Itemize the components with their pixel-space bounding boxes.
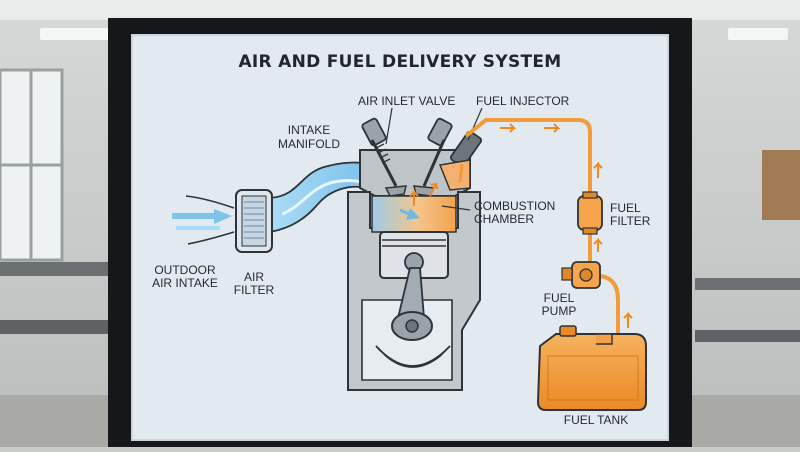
label-air-filter-line1: AIR <box>243 270 264 284</box>
fuel-filter <box>577 191 603 235</box>
ceiling-light-left <box>40 28 110 40</box>
ceiling <box>0 0 800 20</box>
intake-airflow-arrowhead <box>214 209 232 224</box>
desk-left-top-2 <box>0 320 108 334</box>
air-inlet-valve <box>361 117 407 197</box>
label-fuel-injector: FUEL INJECTOR <box>476 94 570 108</box>
label-combustion-chamber-line1: COMBUSTION <box>474 199 556 213</box>
fuel-pump <box>561 261 601 289</box>
desk-right-top-2 <box>695 330 800 342</box>
crankshaft <box>375 311 451 368</box>
piston <box>379 231 449 279</box>
label-fuel-tank: FUEL TANK <box>563 413 629 427</box>
label-combustion-chamber-line2: CHAMBER <box>474 212 535 226</box>
fuel-tank <box>536 325 647 411</box>
label-air-inlet-valve: AIR INLET VALVE <box>358 94 456 108</box>
label-air-filter-line2: FILTER <box>233 283 275 297</box>
ceiling-light-right <box>728 28 788 40</box>
label-outdoor-air-intake-line2: AIR INTAKE <box>152 276 218 290</box>
fuel-line-upper <box>464 118 592 196</box>
leader-air-inlet-valve <box>385 107 393 145</box>
air-duct-top-left <box>185 195 235 209</box>
diagram-title: AIR AND FUEL DELIVERY SYSTEM <box>238 52 562 72</box>
label-fuel-filter-line1: FUEL <box>610 201 641 215</box>
label-outdoor-air-intake-line1: OUTDOOR <box>154 263 216 277</box>
label-fuel-pump-line2: PUMP <box>541 304 577 318</box>
air-duct-bottom-left <box>187 231 235 245</box>
label-fuel-pump-line1: FUEL <box>543 291 575 305</box>
label-intake-manifold-line2: MANIFOLD <box>277 137 340 151</box>
leader-combustion-chamber <box>441 205 471 211</box>
fuel-flow-arrows <box>409 123 633 328</box>
corkboard <box>762 150 800 220</box>
exhaust-valve <box>413 117 453 197</box>
desk-left-top <box>0 262 108 276</box>
label-fuel-filter-line2: FILTER <box>610 214 651 228</box>
label-intake-manifold-line1: INTAKE <box>287 123 331 137</box>
desk-right-top <box>695 278 800 290</box>
fuel-line-lower <box>599 274 620 340</box>
